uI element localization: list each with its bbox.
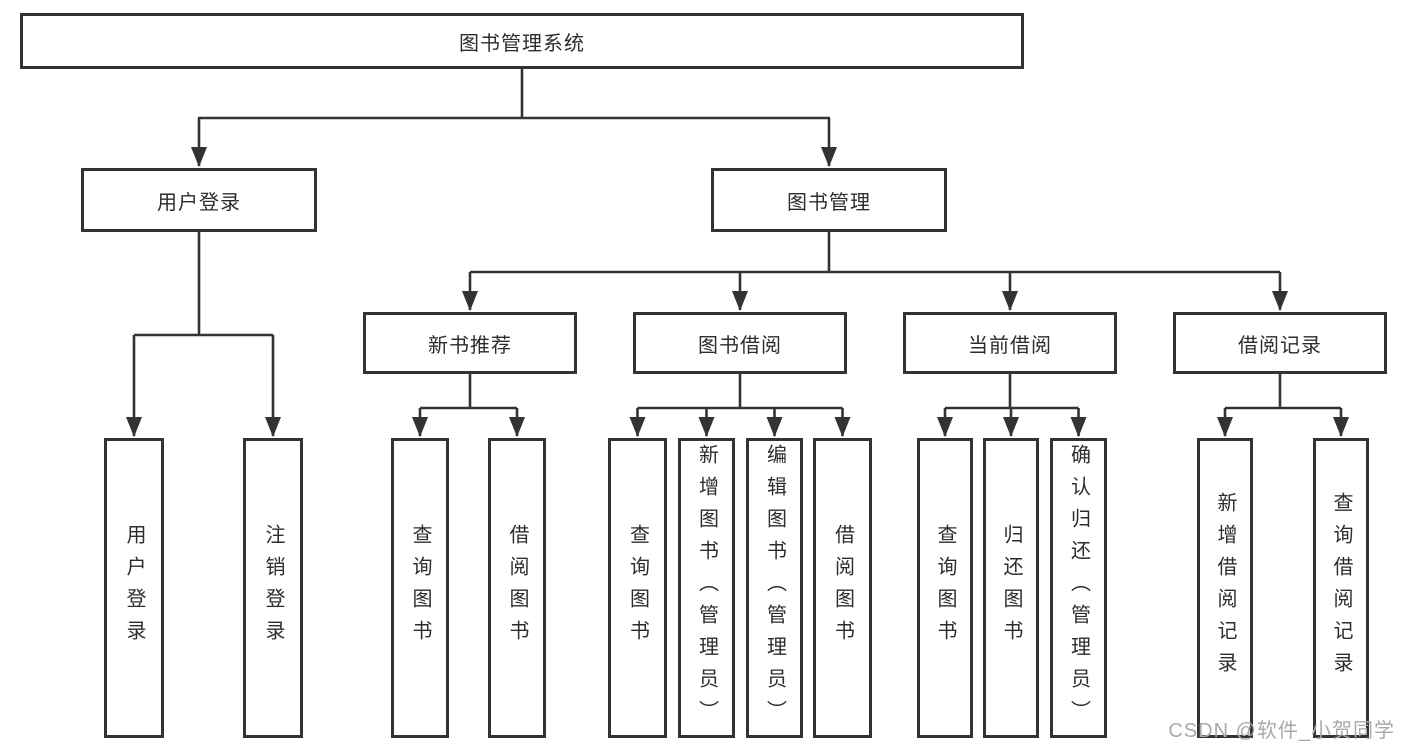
- node-book-borrow: 图书借阅: [633, 312, 847, 374]
- leaf-user-login: 用户登录: [104, 438, 164, 738]
- node-current-borrow: 当前借阅: [903, 312, 1117, 374]
- leaf-return-book: 归还图书: [983, 438, 1039, 738]
- connector-book-management-rail: [470, 232, 1280, 274]
- node-user-login: 用户登录: [81, 168, 317, 232]
- node-book-management-label: 图书管理: [787, 191, 871, 214]
- node-new-book-recommend: 新书推荐: [363, 312, 577, 374]
- node-current-borrow-label: 当前借阅: [968, 334, 1052, 357]
- connector-book-borrow-rail: [637, 374, 843, 410]
- leaf-borrow-book-2: 借阅图书: [813, 438, 872, 738]
- node-borrow-records: 借阅记录: [1173, 312, 1387, 374]
- leaf-query-book-1-label: 查询图书: [409, 524, 431, 652]
- leaf-add-borrow-record: 新增借阅记录: [1197, 438, 1253, 738]
- node-book-borrow-label: 图书借阅: [698, 334, 782, 357]
- node-new-book-recommend-label: 新书推荐: [428, 334, 512, 357]
- node-root-system-label: 图书管理系统: [459, 32, 585, 55]
- leaf-edit-book-admin: 编辑图书（管理员）: [746, 438, 803, 738]
- leaf-add-book-admin-label: 新增图书（管理员）: [695, 444, 718, 732]
- leaf-add-book-admin: 新增图书（管理员）: [678, 438, 735, 738]
- connector-user-login-rail: [134, 232, 273, 337]
- leaf-query-book-3-label: 查询图书: [934, 524, 956, 652]
- leaf-logout: 注销登录: [243, 438, 303, 738]
- leaf-borrow-book-2-label: 借阅图书: [831, 524, 854, 652]
- connector-root-rail: [198, 69, 830, 120]
- connector-borrow-records-rail: [1225, 374, 1341, 410]
- leaf-borrow-book-1: 借阅图书: [488, 438, 546, 738]
- csdn-watermark: CSDN @软件_小贺同学: [1168, 720, 1395, 742]
- leaf-return-book-label: 归还图书: [1000, 524, 1022, 652]
- leaf-query-borrow-record: 查询借阅记录: [1313, 438, 1369, 738]
- leaf-confirm-return-admin-label: 确认归还（管理员）: [1067, 444, 1090, 732]
- node-book-management: 图书管理: [711, 168, 947, 232]
- connector-current-borrow-rail: [945, 374, 1079, 410]
- leaf-user-login-label: 用户登录: [123, 524, 145, 652]
- leaf-borrow-book-1-label: 借阅图书: [506, 524, 528, 652]
- leaf-confirm-return-admin: 确认归还（管理员）: [1050, 438, 1107, 738]
- leaf-add-borrow-record-label: 新增借阅记录: [1214, 492, 1236, 684]
- leaf-query-book-2: 查询图书: [608, 438, 667, 738]
- leaf-query-book-3: 查询图书: [917, 438, 973, 738]
- connector-new-book-rail: [420, 374, 517, 410]
- leaf-query-book-2-label: 查询图书: [626, 524, 649, 652]
- leaf-edit-book-admin-label: 编辑图书（管理员）: [763, 444, 786, 732]
- node-root-system: 图书管理系统: [20, 13, 1024, 69]
- node-user-login-label: 用户登录: [157, 191, 241, 214]
- leaf-query-book-1: 查询图书: [391, 438, 449, 738]
- leaf-logout-label: 注销登录: [262, 524, 284, 652]
- leaf-query-borrow-record-label: 查询借阅记录: [1330, 492, 1352, 684]
- node-borrow-records-label: 借阅记录: [1238, 334, 1322, 357]
